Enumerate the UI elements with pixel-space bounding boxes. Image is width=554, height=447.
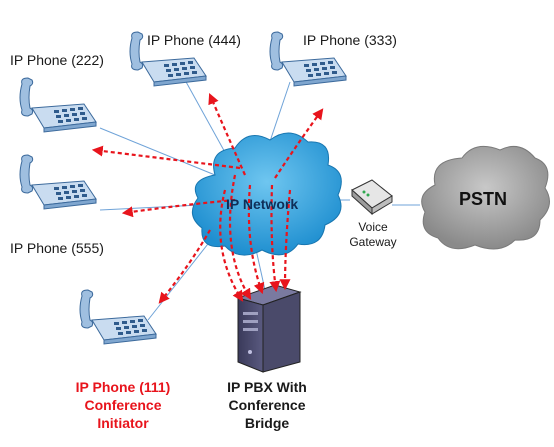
- label-phone-444: IP Phone (444): [147, 32, 241, 48]
- arrow-from-111: [219, 189, 244, 302]
- link-111: [147, 234, 216, 321]
- label-pstn: PSTN: [459, 189, 508, 209]
- arrow-to-555: [121, 198, 236, 218]
- label-conference-initiator: IP Phone (111) Conference Initiator: [58, 378, 188, 432]
- arrow-pbx-3: [269, 184, 281, 293]
- phone-111-icon: [79, 289, 157, 345]
- label-phone-222: IP Phone (222): [10, 52, 104, 68]
- phone-555-icon: [19, 154, 97, 210]
- pstn-cloud: [421, 145, 550, 250]
- gateway-line1: Voice: [358, 220, 388, 234]
- arrow-pbx-4: [279, 189, 292, 291]
- initiator-line2: Conference: [84, 397, 162, 413]
- arrow-to-222: [91, 145, 241, 170]
- pbx-line1: IP PBX With: [227, 379, 307, 395]
- arrow-pbx-2: [247, 184, 265, 295]
- arrow-to-333: [274, 108, 324, 179]
- ip-network-cloud: [191, 132, 342, 256]
- pbx-line3: Bridge: [244, 415, 290, 431]
- label-voice-gateway: Voice Gateway: [345, 220, 401, 250]
- initiator-line1: IP Phone (111): [75, 379, 171, 395]
- link-222: [99, 127, 216, 176]
- label-phone-333: IP Phone (333): [303, 32, 397, 48]
- voice-gateway-device: [351, 179, 393, 216]
- initiator-line3: Initiator: [97, 415, 149, 431]
- arrow-pbx-1: [228, 174, 252, 300]
- gateway-line2: Gateway: [349, 235, 397, 249]
- ip-pbx-server: [236, 284, 302, 373]
- pbx-line2: Conference: [228, 397, 306, 413]
- label-ip-pbx: IP PBX With Conference Bridge: [212, 378, 322, 432]
- arrow-to-111: [158, 229, 211, 304]
- label-phone-555: IP Phone (555): [10, 240, 104, 256]
- arrow-to-444: [208, 92, 247, 176]
- label-ip-network: IP Network: [226, 196, 299, 212]
- phone-222-icon: [19, 77, 97, 133]
